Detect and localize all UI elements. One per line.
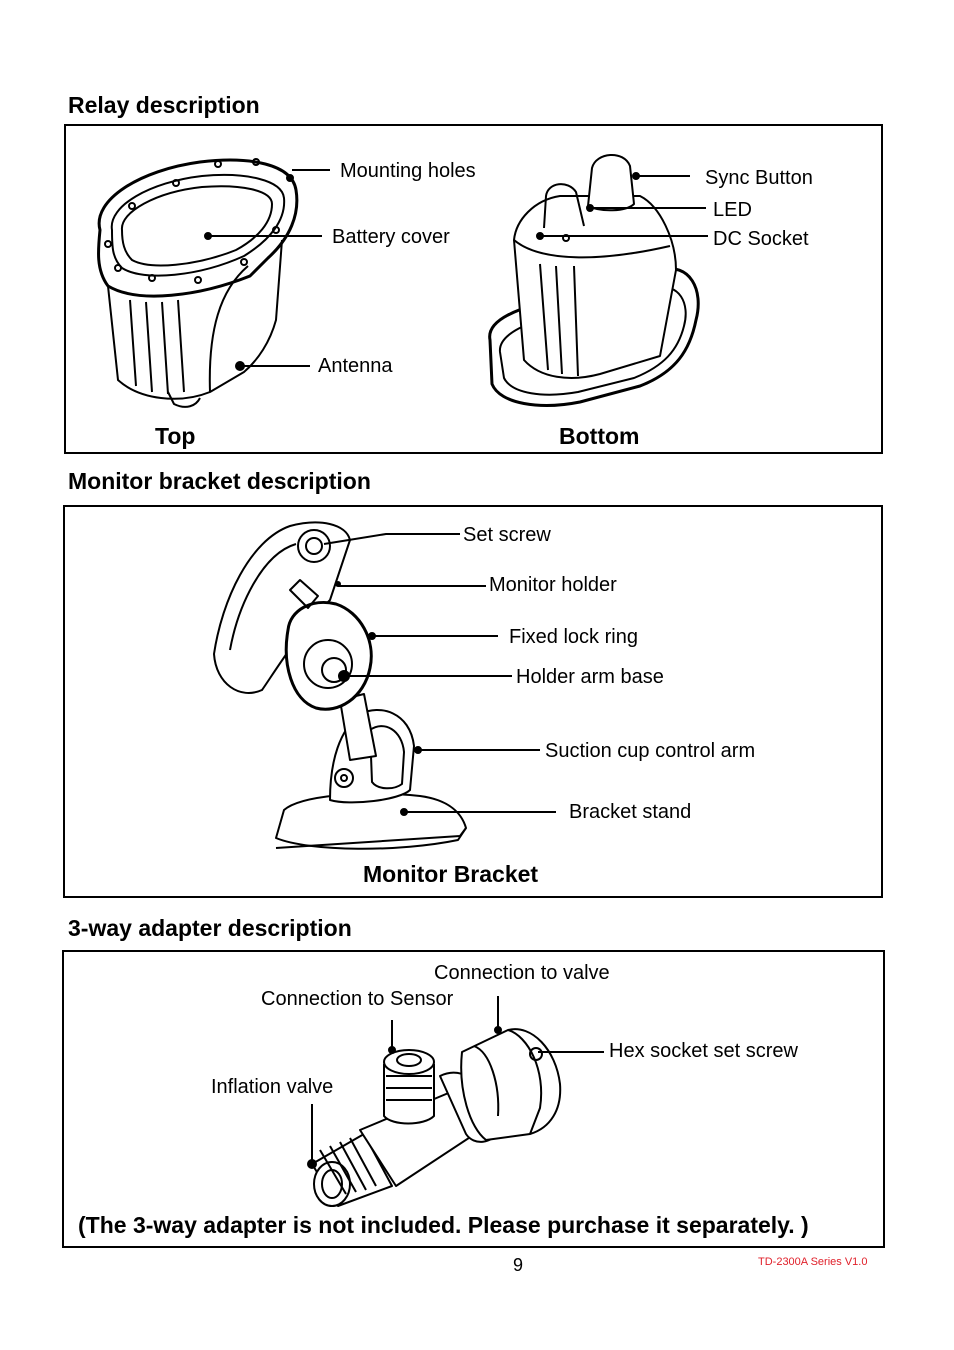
label-mounting-holes: Mounting holes [340,160,476,182]
three-way-adapter-illustration [307,1026,562,1207]
relay-heading: Relay description [68,92,260,118]
page-number: 9 [513,1255,524,1275]
label-hex-socket-set-screw: Hex socket set screw [609,1040,798,1062]
monitor-bracket-illustration [213,521,467,850]
caption-monitor-bracket: Monitor Bracket [363,861,539,887]
label-led: LED [713,199,752,221]
label-suction-cup-control-arm: Suction cup control arm [545,740,756,762]
caption-bottom: Bottom [559,423,640,449]
label-monitor-holder: Monitor holder [489,574,617,596]
label-battery-cover: Battery cover [332,226,450,248]
label-antenna: Antenna [318,355,393,377]
caption-top: Top [155,423,196,449]
relay-frame [64,124,883,454]
label-fixed-lock-ring: Fixed lock ring [509,626,638,648]
label-dc-socket: DC Socket [713,228,809,250]
label-bracket-stand: Bracket stand [569,801,692,823]
version-label: TD-2300A Series V1.0 [758,1256,868,1268]
adapter-frame [62,950,885,1248]
relay-bottom-illustration [488,154,700,407]
label-connection-to-sensor: Connection to Sensor [261,988,454,1010]
bracket-heading: Monitor bracket description [68,468,371,494]
label-set-screw: Set screw [463,524,551,546]
leader-set-screw [323,533,460,545]
label-holder-arm-base: Holder arm base [516,666,664,688]
label-sync-button: Sync Button [705,167,813,189]
adapter-heading: 3-way adapter description [68,915,352,941]
label-inflation-valve: Inflation valve [211,1076,334,1098]
bracket-frame [63,505,883,898]
label-connection-to-valve: Connection to valve [434,962,610,984]
relay-top-illustration [96,158,299,408]
adapter-note: (The 3-way adapter is not included. Plea… [78,1212,809,1238]
